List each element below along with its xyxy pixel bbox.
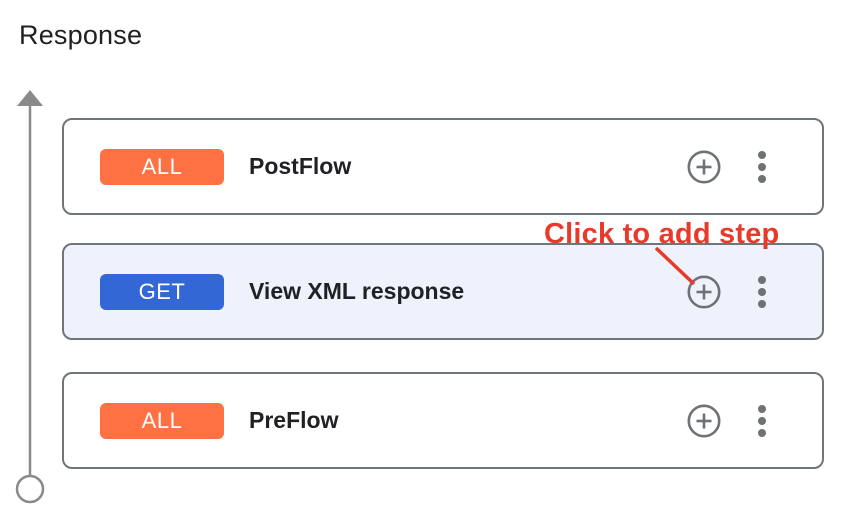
plus-circle-icon	[687, 404, 721, 437]
method-badge: GET	[100, 273, 224, 310]
method-badge: ALL	[100, 148, 224, 185]
kebab-menu-icon	[758, 404, 766, 413]
more-options-button[interactable]	[756, 401, 768, 441]
flow-card-preflow[interactable]: ALL PreFlow	[62, 372, 824, 469]
plus-circle-icon	[687, 275, 721, 308]
add-step-button[interactable]	[686, 149, 722, 185]
method-badge: ALL	[100, 402, 224, 439]
plus-circle-icon	[687, 150, 721, 183]
flow-card-postflow[interactable]: ALL PostFlow	[62, 118, 824, 215]
kebab-menu-icon	[758, 150, 766, 159]
kebab-menu-icon	[758, 275, 766, 284]
flow-name: PostFlow	[249, 153, 352, 179]
flow-start-circle-icon	[15, 474, 45, 504]
add-step-button[interactable]	[686, 274, 722, 310]
page-title: Response	[19, 20, 143, 50]
add-step-button[interactable]	[686, 403, 722, 439]
flow-name: View XML response	[249, 278, 465, 304]
up-arrow-icon	[17, 90, 43, 106]
more-options-button[interactable]	[756, 272, 768, 312]
flow-name: PreFlow	[249, 407, 339, 433]
flow-direction-arrow	[15, 90, 45, 504]
more-options-button[interactable]	[756, 147, 768, 187]
flow-card-view-xml-response[interactable]: GET View XML response	[62, 243, 824, 340]
